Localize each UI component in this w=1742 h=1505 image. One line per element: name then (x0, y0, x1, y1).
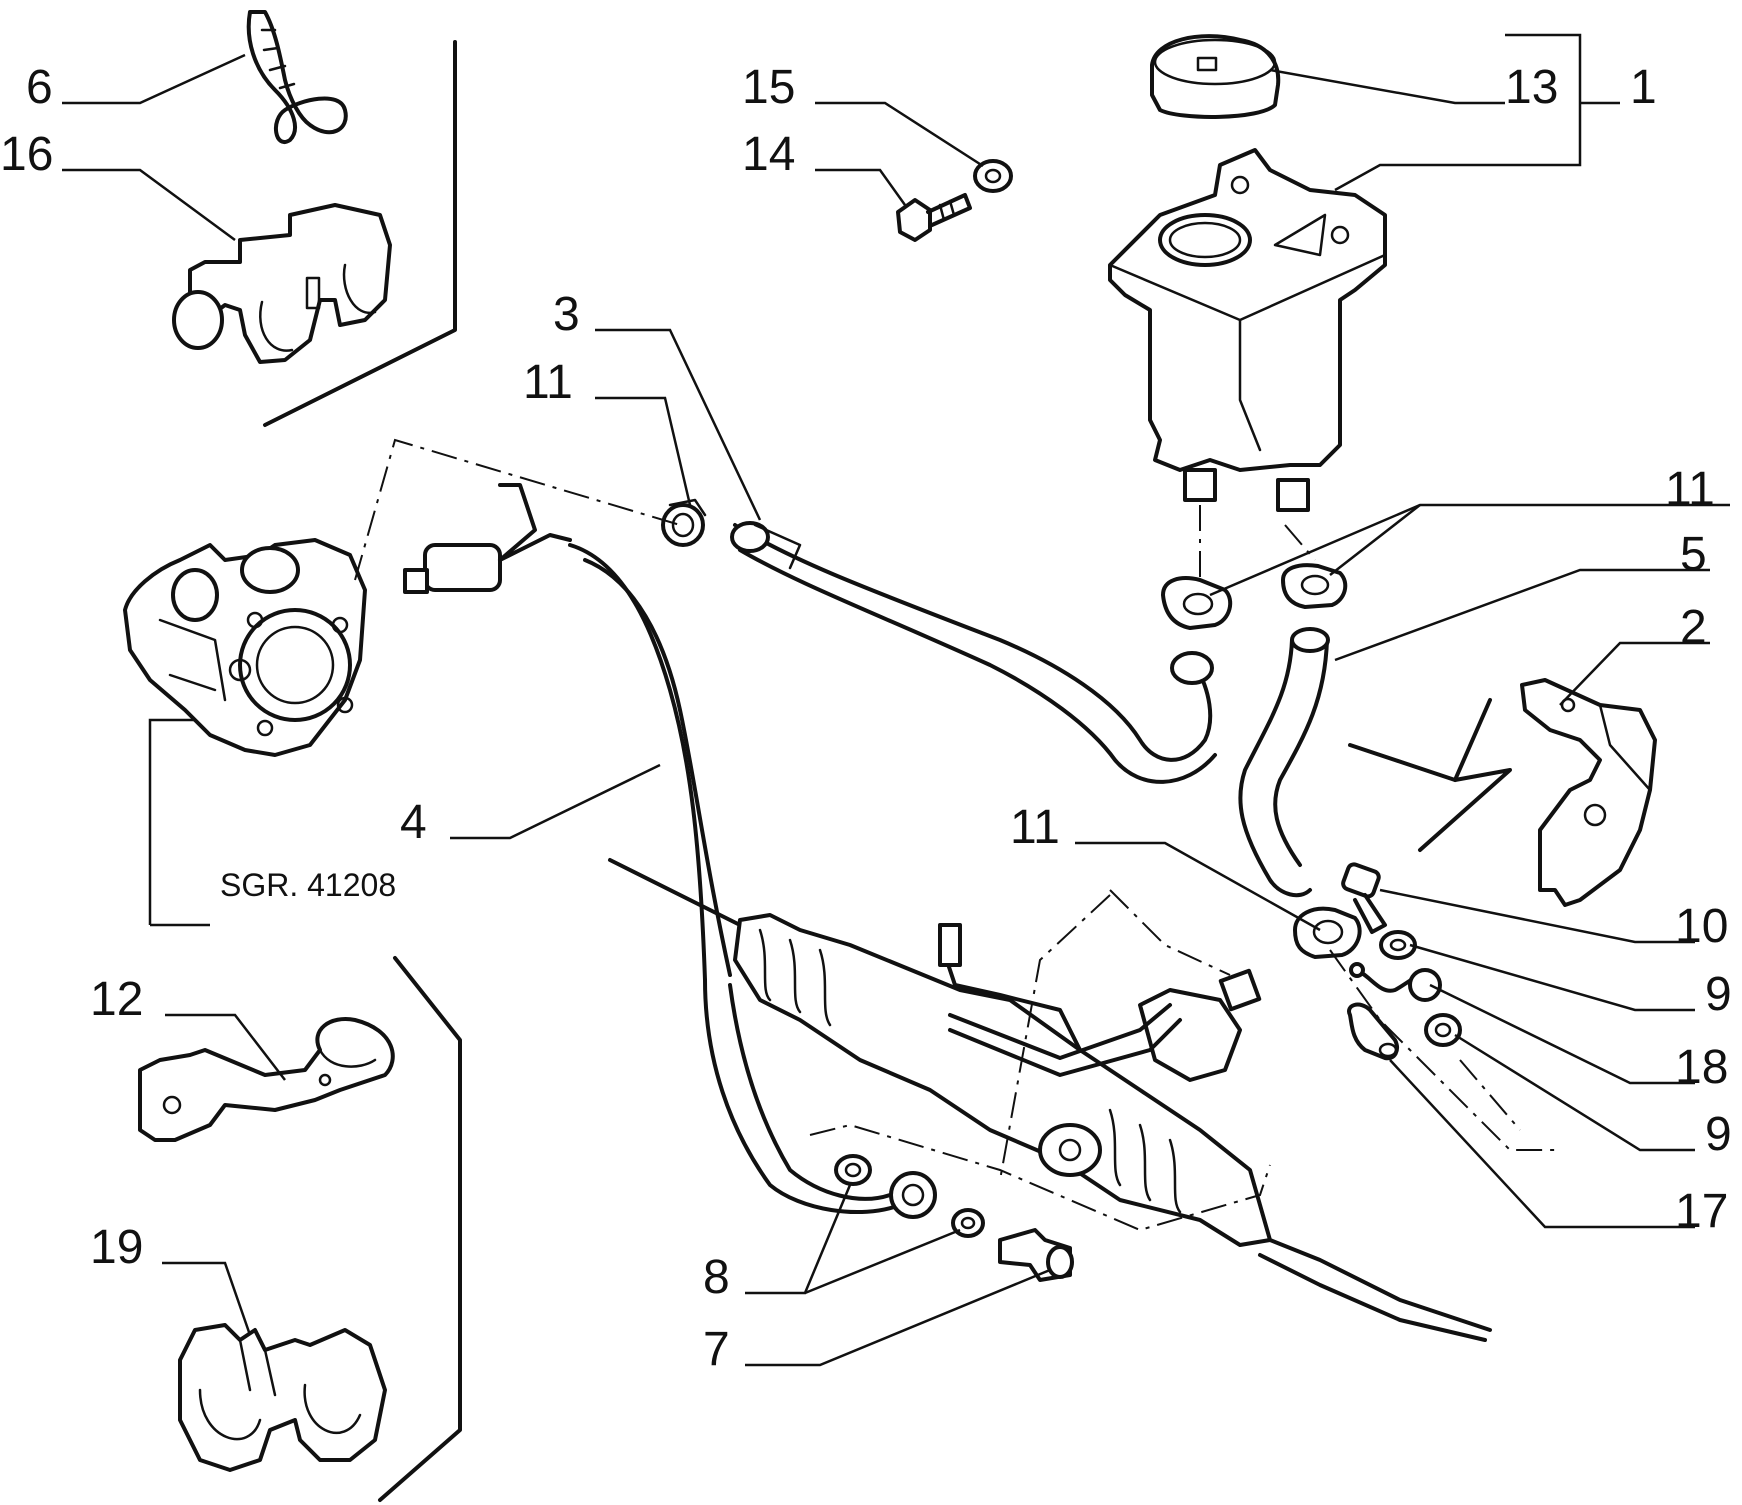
callout-10: 10 (1675, 900, 1728, 953)
steering-rack (608, 858, 1492, 1342)
part-6-clamp-band (246, 10, 348, 144)
part-3-hose (730, 521, 1217, 784)
callout-11: 11 (1665, 463, 1715, 516)
part-12-strap-clamp (138, 1017, 395, 1142)
part-11-clamp-b (1161, 576, 1233, 630)
callout-labels: 6 16 3 11 15 14 13 1 11 5 2 4 11 10 9 18… (0, 61, 1732, 1376)
callout-1: 1 (1630, 61, 1657, 114)
part-11-clamp-c (1281, 563, 1348, 609)
callout-12: 12 (90, 973, 143, 1026)
panel-divider-top (263, 40, 457, 427)
part-17-pipe-end (1347, 1002, 1399, 1061)
callout-2: 2 (1680, 601, 1707, 654)
callout-19: 19 (90, 1221, 143, 1274)
part-7-banjo-bolt (998, 1228, 1074, 1282)
callout-17: 17 (1675, 1185, 1728, 1238)
part-8-washer-b (951, 1208, 985, 1238)
callout-6: 6 (26, 61, 53, 114)
callout-4: 4 (400, 796, 427, 849)
callout-9: 9 (1705, 968, 1732, 1021)
callout-14: 14 (742, 128, 795, 181)
callout-5: 5 (1680, 528, 1707, 581)
assembly-guide-lines (354, 438, 1560, 1232)
part-9-washer-b (1424, 1013, 1462, 1047)
part-15-washer (973, 159, 1013, 193)
callout-13: 13 (1505, 61, 1558, 114)
part-9-washer-a (1379, 930, 1417, 960)
callout-11: 11 (523, 356, 573, 409)
part-11-clamp-a (661, 498, 707, 547)
part-13-reservoir-cap (1150, 34, 1281, 119)
part-1-reservoir (1108, 148, 1387, 512)
callout-9: 9 (1705, 1108, 1732, 1161)
part-11-clamp-d (1293, 906, 1362, 959)
leader-lines (62, 33, 1730, 1367)
callout-3: 3 (553, 288, 580, 341)
callout-11: 11 (1010, 801, 1060, 854)
panel-divider-bottom (378, 956, 462, 1502)
part-2-bracket (1520, 678, 1657, 907)
steering-pump (123, 538, 367, 757)
part-10-bolt (1341, 862, 1387, 934)
part-4-pressure-hose (403, 483, 937, 1219)
reference-label-sgr: SGR. 41208 (220, 867, 396, 903)
part-5-hose (1238, 627, 1330, 898)
callout-8: 8 (703, 1251, 730, 1304)
bracket-pointer-lines (1348, 698, 1512, 852)
callout-16: 16 (0, 128, 53, 181)
part-19-double-clamp (178, 1323, 387, 1472)
part-16-double-clip (172, 203, 392, 364)
callout-7: 7 (703, 1323, 730, 1376)
part-14-bolt (896, 193, 972, 242)
part-8-washer-a (834, 1154, 872, 1186)
callout-15: 15 (742, 61, 795, 114)
part-18-pipe-fitting (1349, 962, 1442, 1002)
callout-18: 18 (1675, 1041, 1728, 1094)
